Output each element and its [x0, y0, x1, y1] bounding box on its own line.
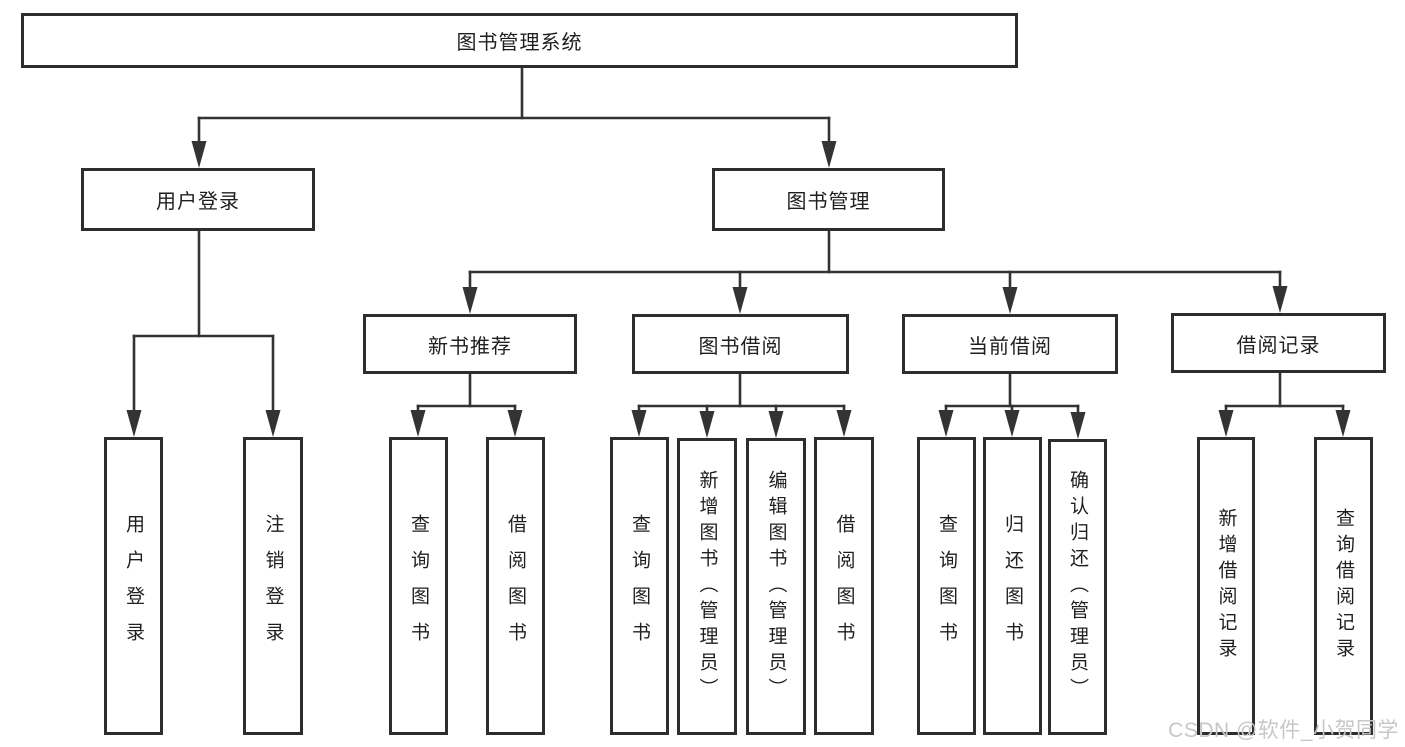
arrowhead-icon — [821, 141, 837, 168]
leaf-return-book: 归还图书 — [983, 437, 1042, 735]
node-book-management-label: 图书管理 — [786, 191, 871, 213]
node-book-borrow: 图书借阅 — [632, 314, 849, 374]
leaf-query-borrow-record: 查询借阅记录 — [1314, 437, 1373, 735]
arrowhead-icon — [836, 410, 852, 437]
arrowhead-icon — [191, 141, 207, 168]
leaf-logout-label: 注销登录 — [262, 514, 284, 658]
leaf-add-book-admin: 新增图书（管理员） — [677, 438, 737, 735]
node-user-login-label: 用户登录 — [156, 191, 240, 213]
leaf-borrow-book: 借阅图书 — [814, 437, 874, 735]
leaf-borrow-query-book-label: 查询图书 — [629, 514, 650, 658]
arrowhead-icon — [732, 287, 748, 314]
node-new-book-recommend: 新书推荐 — [363, 314, 577, 374]
arrowhead-icon — [410, 410, 426, 437]
arrowhead-icon — [1070, 412, 1086, 439]
node-new-book-recommend-label: 新书推荐 — [428, 335, 512, 358]
node-user-login: 用户登录 — [81, 168, 315, 231]
leaf-current-query-book: 查询图书 — [917, 437, 976, 735]
leaf-confirm-return-admin: 确认归还（管理员） — [1048, 439, 1107, 735]
arrowhead-icon — [1004, 410, 1020, 437]
arrowhead-icon — [768, 411, 784, 438]
arrowhead-icon — [938, 410, 954, 437]
leaf-recommend-borrow-book: 借阅图书 — [486, 437, 545, 735]
leaf-add-borrow-record: 新增借阅记录 — [1197, 437, 1255, 735]
arrowhead-icon — [699, 411, 715, 438]
arrowhead-icon — [1218, 410, 1234, 437]
leaf-logout: 注销登录 — [243, 437, 303, 735]
leaf-edit-book-admin-label: 编辑图书（管理员） — [765, 469, 787, 704]
leaf-user-login-label: 用户登录 — [123, 514, 144, 658]
csdn-watermark: CSDN @软件_小贺同学 — [1168, 719, 1399, 742]
leaf-recommend-borrow-book-label: 借阅图书 — [505, 514, 526, 658]
leaf-borrow-book-label: 借阅图书 — [833, 514, 855, 658]
arrowhead-icon — [126, 410, 142, 437]
leaf-current-query-book-label: 查询图书 — [936, 514, 957, 658]
leaf-borrow-query-book: 查询图书 — [610, 437, 669, 735]
node-root: 图书管理系统 — [21, 13, 1018, 68]
arrowhead-icon — [1272, 286, 1288, 313]
arrowhead-icon — [631, 410, 647, 437]
node-root-label: 图书管理系统 — [456, 32, 583, 54]
arrowhead-icon — [507, 410, 523, 437]
leaf-add-borrow-record-label: 新增借阅记录 — [1215, 508, 1237, 664]
leaf-return-book-label: 归还图书 — [1002, 514, 1023, 658]
node-current-borrow-label: 当前借阅 — [968, 335, 1052, 358]
leaf-recommend-query-book-label: 查询图书 — [408, 514, 429, 658]
leaf-recommend-query-book: 查询图书 — [389, 437, 448, 735]
arrowhead-icon — [265, 410, 281, 437]
leaf-edit-book-admin: 编辑图书（管理员） — [746, 438, 806, 735]
arrowhead-icon — [1335, 410, 1351, 437]
node-borrow-records: 借阅记录 — [1171, 313, 1386, 373]
arrowhead-icon — [1002, 287, 1018, 314]
node-book-management: 图书管理 — [712, 168, 945, 231]
node-current-borrow: 当前借阅 — [902, 314, 1118, 374]
leaf-user-login: 用户登录 — [104, 437, 163, 735]
node-borrow-records-label: 借阅记录 — [1236, 334, 1321, 357]
leaf-add-book-admin-label: 新增图书（管理员） — [696, 469, 718, 704]
leaf-confirm-return-admin-label: 确认归还（管理员） — [1067, 470, 1088, 704]
arrowhead-icon — [462, 287, 478, 314]
node-book-borrow-label: 图书借阅 — [698, 335, 783, 358]
leaf-query-borrow-record-label: 查询借阅记录 — [1333, 508, 1354, 664]
